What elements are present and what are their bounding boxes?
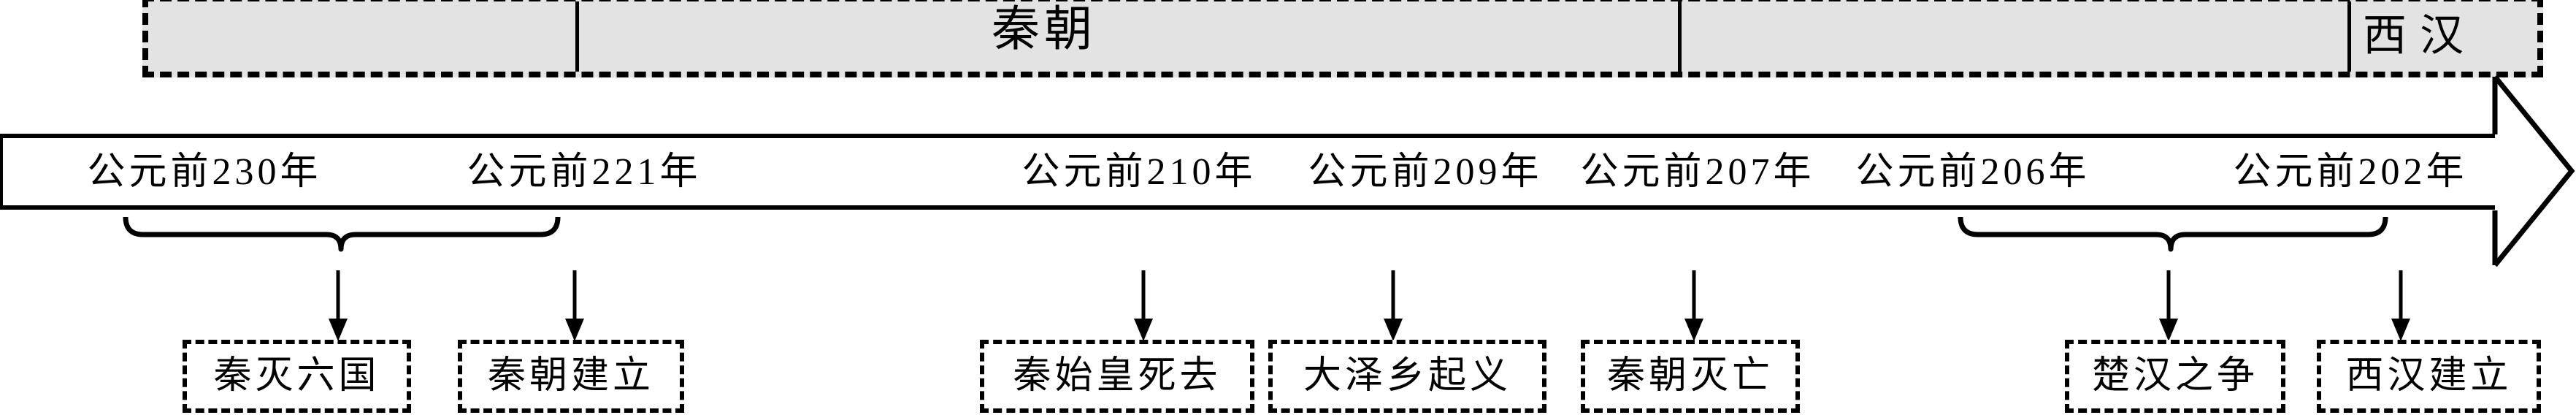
event-box: 秦灭六国 [183, 340, 411, 413]
down-arrow-icon-4 [1684, 270, 1703, 341]
timeline-bar [0, 134, 2495, 210]
era-divider-0 [575, 1, 579, 72]
event-box: 楚汉之争 [2065, 340, 2285, 413]
date-label: 公元前206年 [1855, 151, 2090, 193]
event-box: 秦朝灭亡 [1581, 340, 1800, 413]
down-arrow-icon-1 [565, 270, 584, 341]
arrow-head [1134, 319, 1153, 341]
arrow-head [329, 319, 348, 341]
event-box: 秦始皇死去 [980, 340, 1254, 413]
date-label: 公元前207年 [1580, 151, 1815, 193]
down-arrow-icon-6 [2391, 270, 2410, 341]
date-label: 公元前209年 [1308, 151, 1543, 193]
event-box: 西汉建立 [2317, 340, 2541, 413]
era-divider-1 [1678, 1, 1682, 72]
event-box: 大泽乡起义 [1268, 340, 1546, 413]
brace-path-1 [1958, 216, 2388, 252]
down-arrow-icon-5 [2159, 270, 2178, 341]
event-box: 秦朝建立 [458, 340, 684, 413]
brace-1 [1958, 216, 2388, 252]
brace-path-0 [123, 216, 561, 252]
timeline-arrowhead-icon [2492, 75, 2575, 267]
era-band [142, 0, 2543, 77]
arrow-head [2391, 319, 2410, 341]
arrow-head [1384, 319, 1403, 341]
era-label-1: 秦朝 [992, 3, 1097, 56]
arrow-head [565, 319, 584, 341]
era-divider-2 [2347, 1, 2351, 72]
date-label: 公元前202年 [2233, 151, 2468, 193]
down-arrow-icon-2 [1134, 270, 1153, 341]
down-arrow-icon-3 [1384, 270, 1403, 341]
arrow-head [2159, 319, 2178, 341]
date-label: 公元前210年 [1021, 151, 1257, 193]
down-arrow-icon-0 [329, 270, 348, 341]
era-label-3: 西汉 [2363, 12, 2477, 60]
brace-0 [123, 216, 561, 252]
date-label: 公元前230年 [87, 151, 322, 193]
arrow-head [1684, 319, 1703, 341]
date-label: 公元前221年 [467, 151, 702, 193]
